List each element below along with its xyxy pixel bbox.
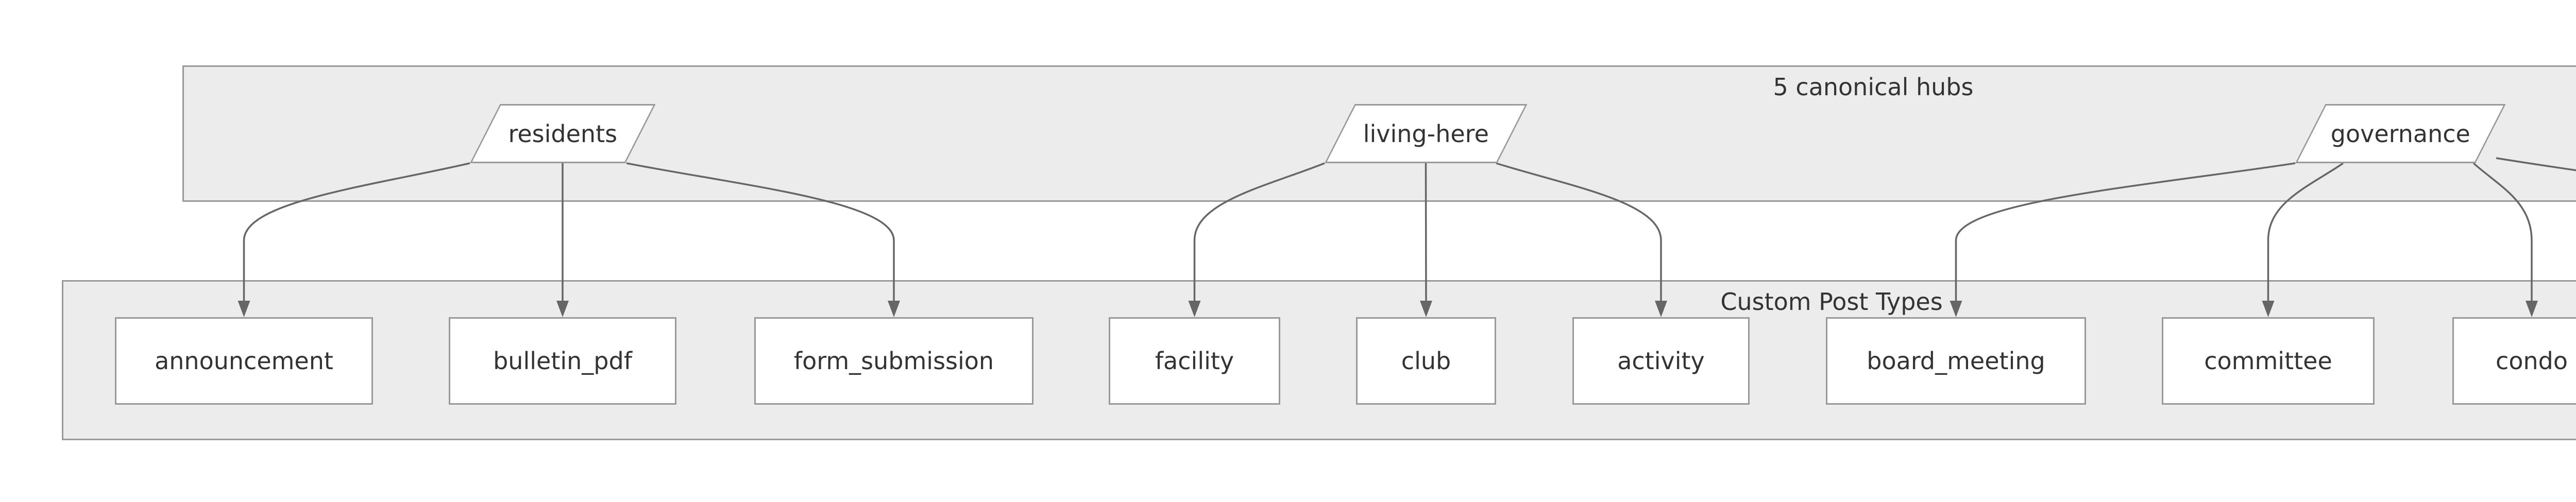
cpt-node-condo: condo xyxy=(2452,317,2576,405)
cpt-node-label: bulletin_pdf xyxy=(493,347,632,375)
hub-node-label: residents xyxy=(508,119,618,148)
cpt-node-facility: facility xyxy=(1109,317,1280,405)
hub-node-residents: residents xyxy=(470,104,656,163)
cpt-node-label: committee xyxy=(2204,347,2332,375)
cpt-node-activity: activity xyxy=(1572,317,1750,405)
cpt-node-board_meeting: board_meeting xyxy=(1826,317,2086,405)
cpt-node-label: board_meeting xyxy=(1867,347,2045,375)
cpt-node-label: announcement xyxy=(155,347,333,375)
cpt-node-bulletin_pdf: bulletin_pdf xyxy=(449,317,676,405)
cpt-node-label: club xyxy=(1401,347,1451,375)
cpt-node-label: facility xyxy=(1155,347,1234,375)
cpt-node-committee: committee xyxy=(2162,317,2375,405)
cpt-node-label: activity xyxy=(1617,347,1705,375)
cluster-custom-post-types-label: Custom Post Types xyxy=(1720,288,1943,316)
cpt-node-label: form_submission xyxy=(793,347,994,375)
cpt-node-club: club xyxy=(1356,317,1496,405)
hub-node-governance: governance xyxy=(2295,104,2506,163)
cpt-node-announcement: announcement xyxy=(115,317,373,405)
cpt-node-label: condo xyxy=(2496,347,2568,375)
cpt-node-form_submission: form_submission xyxy=(754,317,1033,405)
hub-node-label: governance xyxy=(2330,119,2470,148)
hub-node-living-here: living-here xyxy=(1325,104,1528,163)
hub-node-label: living-here xyxy=(1363,119,1489,148)
cluster-canonical-hubs-label: 5 canonical hubs xyxy=(1773,73,1974,101)
